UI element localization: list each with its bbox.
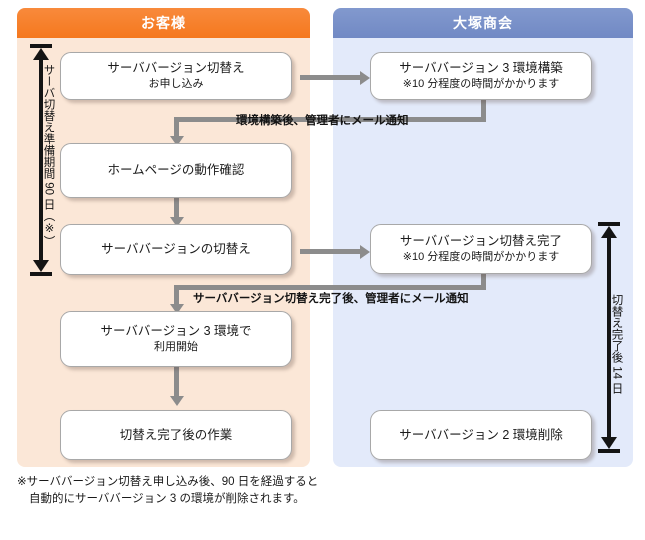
- measure-after-top-cap: [598, 222, 620, 226]
- node-apply-line1: サーババージョン切替え: [107, 61, 245, 76]
- node-apply-line2: お申し込み: [148, 78, 204, 91]
- connector-apply-to-build: [300, 75, 360, 80]
- measure-after-shaft: [607, 232, 611, 443]
- node-post-work[interactable]: 切替え完了後の作業: [60, 410, 292, 460]
- measure-after-arrowhead-down: [601, 437, 617, 449]
- measure-prep-shaft: [39, 54, 43, 266]
- connector-build-notify-run: [174, 117, 486, 122]
- measure-prep-bottom-cap: [30, 272, 52, 276]
- measure-after-bottom-cap: [598, 449, 620, 453]
- swimlane-vendor-header: 大塚商会: [333, 8, 633, 38]
- connector-label-build-notify: 環境構築後、管理者にメール通知: [236, 115, 409, 127]
- node-check-site-line1: ホームページの動作確認: [107, 163, 245, 178]
- node-build-env-line2: ※10 分程度の時間がかかります: [402, 78, 560, 91]
- connector-apply-to-build-arrowhead: [360, 70, 370, 85]
- connector-label-switch-notify: サーババージョン切替え完了後、管理者にメール通知: [193, 293, 469, 305]
- measure-prep-label: サーバ切替え準備期間 90 日（※）: [42, 64, 55, 247]
- swimlane-customer-header: お客様: [17, 8, 310, 38]
- connector-build-notify-arrowhead: [169, 136, 184, 146]
- node-post-work-line1: 切替え完了後の作業: [119, 427, 233, 442]
- node-switch-version[interactable]: サーババージョンの切替え: [60, 224, 292, 275]
- connector-switch-notify-run: [174, 285, 486, 290]
- measure-prep-arrowhead-down: [33, 260, 49, 272]
- footnote-line1: ※サーババージョン切替え申し込み後、90 日を経過すると: [17, 476, 319, 488]
- node-check-site[interactable]: ホームページの動作確認: [60, 143, 292, 198]
- measure-prep-period: サーバ切替え準備期間 90 日（※）: [28, 44, 55, 276]
- node-switch-version-line1: サーババージョンの切替え: [101, 242, 251, 257]
- connector-check-to-switch: [174, 198, 179, 220]
- connector-start-to-post: [174, 367, 179, 398]
- node-switch-done[interactable]: サーババージョン切替え完了 ※10 分程度の時間がかかります: [370, 224, 592, 274]
- connector-check-to-switch-arrowhead: [169, 217, 184, 227]
- node-build-env[interactable]: サーババージョン 3 環境構築 ※10 分程度の時間がかかります: [370, 52, 592, 100]
- node-delete-env[interactable]: サーババージョン 2 環境削除: [370, 410, 592, 460]
- node-delete-env-line1: サーババージョン 2 環境削除: [399, 427, 563, 442]
- node-switch-done-line2: ※10 分程度の時間がかかります: [402, 251, 560, 264]
- measure-prep-top-cap: [30, 44, 52, 48]
- connector-build-notify-drop: [481, 100, 486, 122]
- node-switch-done-line1: サーババージョン切替え完了: [399, 234, 563, 249]
- footnote: ※サーババージョン切替え申し込み後、90 日を経過すると 自動的にサーババージョ…: [17, 474, 417, 507]
- connector-switch-notify-drop: [481, 274, 486, 290]
- connector-switch-notify-arrowhead: [169, 304, 184, 314]
- connector-switch-notify-down: [174, 285, 179, 307]
- footnote-line2: 自動的にサーババージョン 3 の環境が削除されます。: [29, 492, 305, 505]
- measure-after-switch: 切替え完了後 14 日: [596, 222, 623, 453]
- node-apply[interactable]: サーババージョン切替え お申し込み: [60, 52, 292, 100]
- connector-build-notify-down: [174, 117, 179, 139]
- connector-switch-to-done-arrowhead: [360, 244, 370, 259]
- node-start-use-line2: 利用開始: [154, 341, 198, 354]
- node-start-use-line1: サーババージョン 3 環境で: [100, 324, 252, 339]
- connector-switch-to-done: [300, 249, 360, 254]
- node-start-use[interactable]: サーババージョン 3 環境で 利用開始: [60, 311, 292, 367]
- node-build-env-line1: サーババージョン 3 環境構築: [399, 61, 563, 76]
- measure-after-label: 切替え完了後 14 日: [610, 294, 623, 394]
- connector-start-to-post-arrowhead: [169, 396, 184, 406]
